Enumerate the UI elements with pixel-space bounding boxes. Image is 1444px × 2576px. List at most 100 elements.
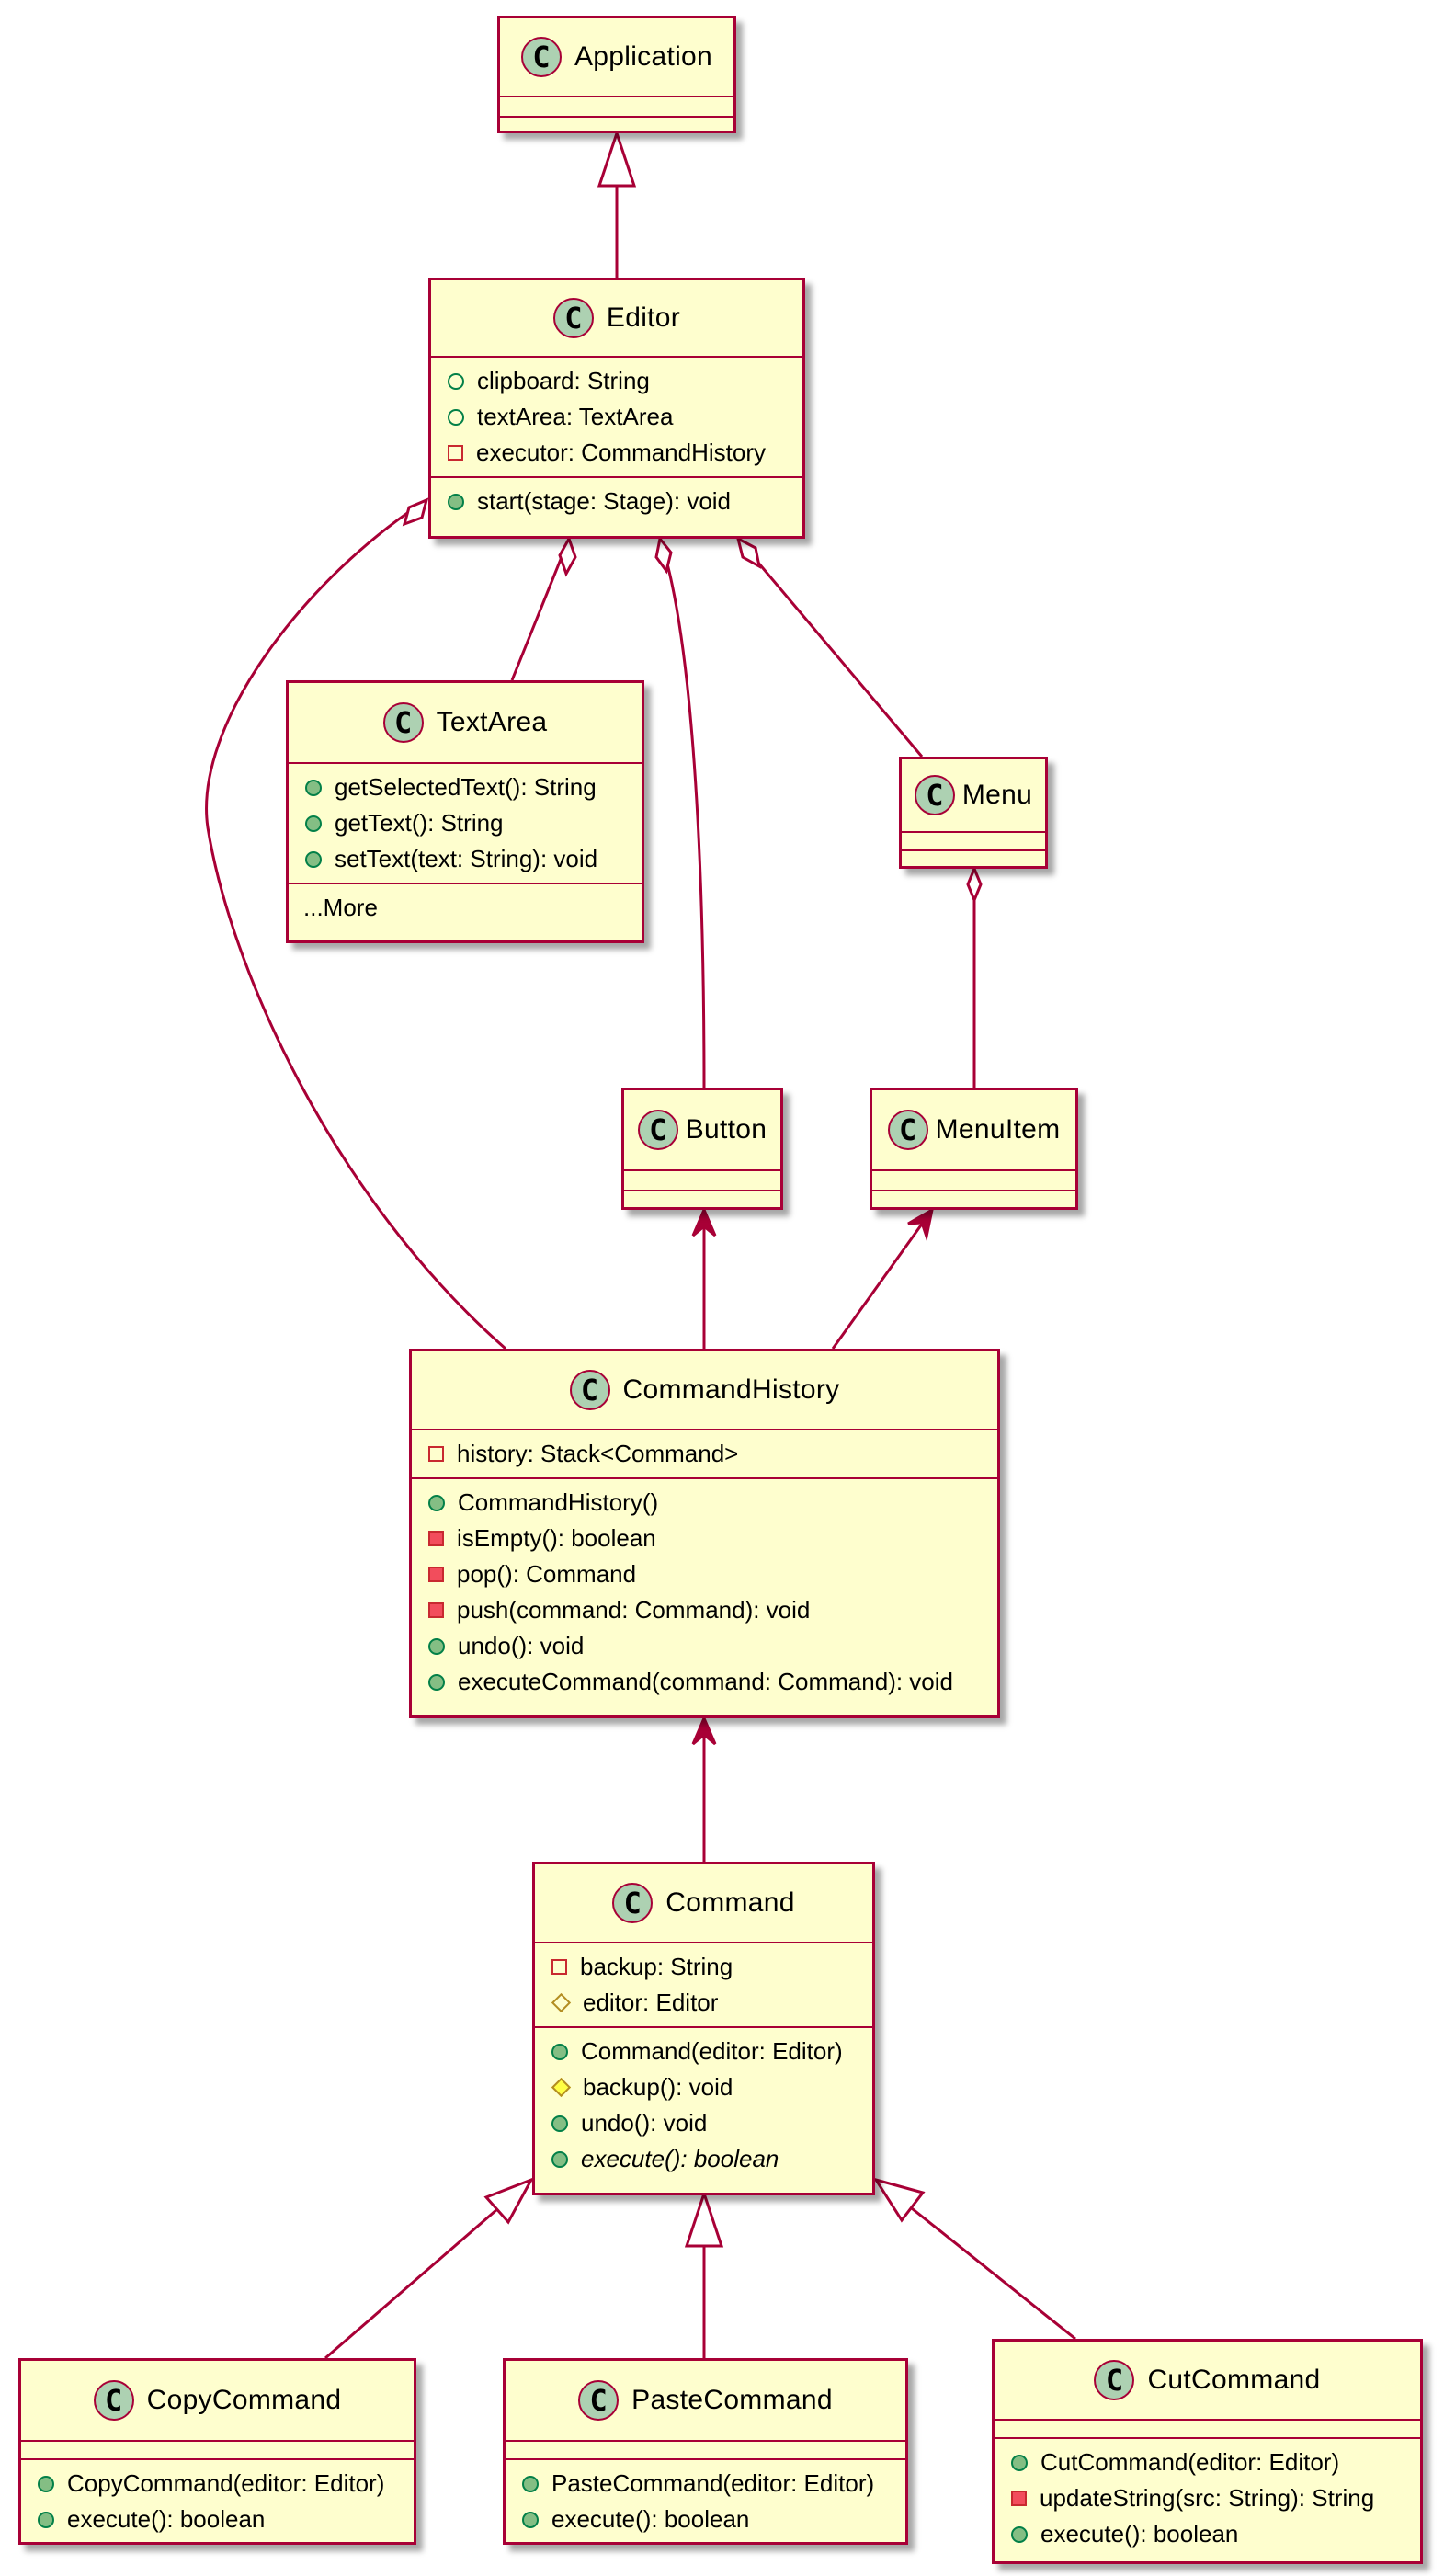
class-header: C CopyCommand bbox=[21, 2361, 414, 2442]
class-header: C TextArea bbox=[289, 683, 642, 764]
operation: undo(): void bbox=[428, 1628, 997, 1664]
more-section: ...More bbox=[289, 884, 642, 931]
public-visibility-icon bbox=[551, 2150, 568, 2168]
attributes-section: clipboard: String textArea: TextArea exe… bbox=[431, 358, 802, 478]
private-visibility-icon bbox=[1011, 2491, 1027, 2506]
private-visibility-icon bbox=[428, 1567, 444, 1582]
class-name: Button bbox=[685, 1114, 767, 1145]
class-c-icon: C bbox=[612, 1883, 654, 1923]
public-visibility-icon bbox=[38, 2475, 54, 2492]
attributes-section: backup: String editor: Editor bbox=[535, 1943, 872, 2028]
operation: pop(): Command bbox=[428, 1556, 997, 1592]
class-menuitem[interactable]: C MenuItem bbox=[870, 1088, 1078, 1210]
protected-visibility-icon bbox=[551, 1992, 572, 2013]
class-commandhistory[interactable]: C CommandHistory history: Stack<Command>… bbox=[409, 1349, 1000, 1718]
attribute: backup: String bbox=[551, 1949, 872, 1985]
attribute: clipboard: String bbox=[448, 363, 802, 399]
class-c-icon: C bbox=[887, 1110, 928, 1150]
class-button[interactable]: C Button bbox=[621, 1088, 783, 1210]
class-cutcommand[interactable]: C CutCommand CutCommand(editor: Editor) … bbox=[992, 2339, 1423, 2564]
class-name: PasteCommand bbox=[631, 2385, 833, 2415]
operation: undo(): void bbox=[551, 2105, 872, 2141]
attributes-section bbox=[872, 1171, 1075, 1191]
inheritance-arrowhead-command-paste bbox=[684, 2189, 724, 2248]
class-name: TextArea bbox=[436, 707, 548, 737]
operation: executeCommand(command: Command): void bbox=[428, 1664, 997, 1700]
class-pastecommand[interactable]: C PasteCommand PasteCommand(editor: Edit… bbox=[503, 2358, 908, 2545]
operation: backup(): void bbox=[551, 2069, 872, 2105]
protected-visibility-icon bbox=[551, 2077, 572, 2098]
operation: PasteCommand(editor: Editor) bbox=[522, 2466, 905, 2502]
class-name: Menu bbox=[961, 780, 1033, 810]
class-c-icon: C bbox=[552, 298, 594, 338]
operation: getText(): String bbox=[305, 805, 642, 841]
private-visibility-icon bbox=[448, 445, 463, 461]
attribute: textArea: TextArea bbox=[448, 399, 802, 435]
attribute: editor: Editor bbox=[551, 1985, 872, 2021]
public-visibility-icon bbox=[448, 408, 464, 426]
public-visibility-icon bbox=[448, 493, 464, 510]
class-editor[interactable]: C Editor clipboard: String textArea: Tex… bbox=[428, 278, 805, 539]
class-header: C Command bbox=[535, 1864, 872, 1943]
operations-section: getSelectedText(): String getText(): Str… bbox=[289, 764, 642, 884]
class-command[interactable]: C Command backup: String editor: Editor … bbox=[532, 1862, 875, 2195]
class-header: C Editor bbox=[431, 280, 802, 358]
attributes-section bbox=[500, 97, 733, 118]
class-c-icon: C bbox=[569, 1370, 610, 1410]
private-visibility-icon bbox=[428, 1602, 444, 1618]
attributes-section bbox=[21, 2442, 414, 2460]
attributes-section bbox=[902, 833, 1045, 851]
operation: start(stage: Stage): void bbox=[448, 484, 802, 519]
attribute: history: Stack<Command> bbox=[428, 1436, 997, 1472]
aggregation-diamond-menu bbox=[735, 536, 762, 569]
class-name: Editor bbox=[606, 302, 681, 333]
operation: push(command: Command): void bbox=[428, 1592, 997, 1628]
aggregation-diamond-button bbox=[654, 535, 673, 575]
class-c-icon: C bbox=[93, 2380, 134, 2421]
operations-section: CommandHistory() isEmpty(): boolean pop(… bbox=[412, 1479, 997, 1705]
operation: execute(): boolean bbox=[38, 2502, 414, 2537]
association-commandhistory-menuitem bbox=[831, 1209, 934, 1350]
public-visibility-icon bbox=[551, 2043, 568, 2060]
class-header: C PasteCommand bbox=[506, 2361, 905, 2442]
attributes-section bbox=[995, 2421, 1420, 2439]
class-header: C CommandHistory bbox=[412, 1351, 997, 1430]
attributes-section bbox=[624, 1171, 780, 1191]
public-visibility-icon bbox=[1011, 2525, 1028, 2543]
inheritance-arrowhead-command-copy bbox=[483, 2177, 535, 2225]
class-menu[interactable]: C Menu bbox=[899, 757, 1048, 869]
class-name: Command bbox=[665, 1887, 795, 1918]
class-header: C MenuItem bbox=[872, 1090, 1075, 1171]
class-application[interactable]: C Application bbox=[497, 16, 736, 133]
inheritance-arrowhead-application bbox=[597, 129, 637, 188]
public-visibility-icon bbox=[551, 2114, 568, 2132]
class-copycommand[interactable]: C CopyCommand CopyCommand(editor: Editor… bbox=[18, 2358, 416, 2545]
public-visibility-icon bbox=[522, 2475, 539, 2492]
class-name: Application bbox=[574, 41, 713, 72]
operation: execute(): boolean bbox=[551, 2141, 872, 2177]
aggregation-editor-commandhistory bbox=[205, 498, 506, 1351]
class-textarea[interactable]: C TextArea getSelectedText(): String get… bbox=[286, 680, 644, 943]
class-c-icon: C bbox=[637, 1110, 678, 1150]
public-visibility-icon bbox=[305, 815, 322, 832]
operation: CommandHistory() bbox=[428, 1485, 997, 1521]
private-visibility-icon bbox=[551, 1959, 567, 1975]
public-visibility-icon bbox=[305, 779, 322, 796]
class-c-icon: C bbox=[578, 2380, 620, 2421]
operation: CopyCommand(editor: Editor) bbox=[38, 2466, 414, 2502]
class-header: C CutCommand bbox=[995, 2342, 1420, 2421]
class-header: C Application bbox=[500, 18, 733, 97]
public-visibility-icon bbox=[522, 2511, 539, 2528]
operation: getSelectedText(): String bbox=[305, 769, 642, 805]
operations-section: PasteCommand(editor: Editor) execute(): … bbox=[506, 2460, 905, 2543]
operations-section: CopyCommand(editor: Editor) execute(): b… bbox=[21, 2460, 414, 2543]
class-c-icon: C bbox=[520, 37, 562, 77]
class-header: C Button bbox=[624, 1090, 780, 1171]
attributes-section bbox=[506, 2442, 905, 2460]
class-c-icon: C bbox=[382, 702, 424, 743]
inheritance-arrowhead-command-cut bbox=[872, 2177, 926, 2223]
operation: Command(editor: Editor) bbox=[551, 2034, 872, 2069]
private-visibility-icon bbox=[428, 1446, 444, 1462]
aggregation-diamond-textarea bbox=[558, 535, 577, 577]
